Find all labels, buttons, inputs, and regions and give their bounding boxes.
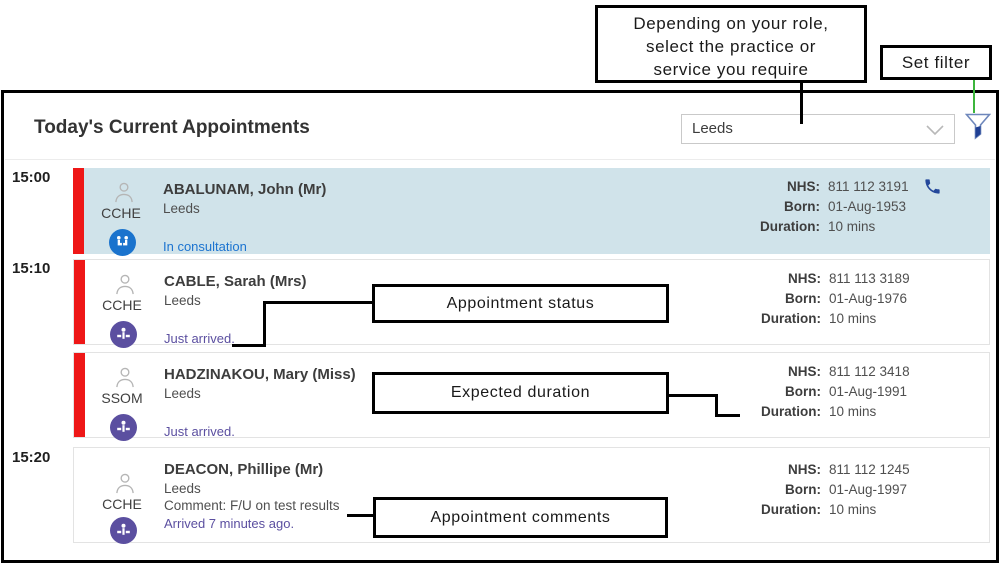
set-filter-callout: Set filter	[880, 45, 992, 80]
comments-callout: Appointment comments	[373, 497, 668, 538]
patient-icon	[116, 473, 134, 494]
nhs-label: NHS:	[788, 271, 821, 286]
appointment-comment: Comment: F/U on test results	[164, 498, 340, 513]
status-connector	[263, 301, 266, 347]
arrived-icon	[110, 321, 137, 348]
service-code: CCHE	[102, 297, 142, 313]
patient-icon	[116, 274, 134, 295]
patient-name: ABALUNAM, John (Mr)	[163, 181, 327, 198]
urgency-bar	[74, 353, 85, 437]
role-callout-line: service you require	[653, 60, 809, 79]
status-connector	[266, 301, 372, 304]
appointment-status: Just arrived.	[164, 424, 235, 439]
appointment-row[interactable]: CCHE ABALUNAM, John (Mr) Leeds In consul…	[73, 168, 990, 256]
duration-label: Duration:	[760, 219, 820, 234]
slot-time: 15:00	[12, 169, 51, 186]
patient-icon	[116, 367, 134, 388]
nhs-label: NHS:	[788, 462, 821, 477]
nhs-label: NHS:	[787, 179, 820, 194]
status-callout: Appointment status	[372, 284, 669, 323]
birth-date: 01-Aug-1997	[829, 482, 908, 497]
duration-callout: Expected duration	[372, 372, 669, 414]
born-label: Born:	[785, 384, 821, 399]
urgency-bar	[74, 260, 85, 344]
service-code: CCHE	[102, 496, 142, 512]
nhs-number: 811 112 3191	[828, 179, 909, 194]
duration-value: 10 mins	[829, 311, 877, 326]
birth-date: 01-Aug-1976	[829, 291, 908, 306]
nhs-label: NHS:	[788, 364, 821, 379]
comments-connector	[347, 514, 373, 517]
role-callout-line: select the practice or	[645, 37, 817, 56]
urgency-bar	[73, 168, 84, 254]
patient-location: Leeds	[163, 201, 200, 216]
birth-date: 01-Aug-1953	[828, 199, 907, 214]
filter-button[interactable]	[964, 113, 992, 141]
phone-icon[interactable]	[923, 177, 942, 196]
patient-details: NHS: 811 112 1245 Born: 01-Aug-1997 Durati…	[664, 460, 964, 520]
duration-value: 10 mins	[829, 502, 877, 517]
patient-details: NHS: 811 112 3191 Born: 01-Aug-1953 Durati…	[663, 177, 963, 237]
appointment-status: In consultation	[163, 239, 247, 254]
slot-time: 15:10	[12, 260, 51, 277]
birth-date: 01-Aug-1991	[829, 384, 908, 399]
filter-funnel-icon	[964, 113, 992, 140]
chevron-down-icon	[926, 125, 944, 136]
arrived-icon	[110, 414, 137, 441]
nhs-number: 811 112 3418	[829, 364, 910, 379]
duration-label: Duration:	[761, 404, 821, 419]
duration-connector	[669, 394, 718, 397]
duration-connector	[718, 414, 740, 417]
duration-value: 10 mins	[828, 219, 876, 234]
nhs-number: 811 112 1245	[829, 462, 910, 477]
in-consultation-icon	[109, 229, 136, 256]
born-label: Born:	[785, 291, 821, 306]
patient-icon	[115, 182, 133, 203]
practice-select-value: Leeds	[692, 120, 733, 137]
role-callout-connector	[800, 83, 803, 124]
appointment-status: Arrived 7 minutes ago.	[164, 516, 295, 531]
patient-location: Leeds	[164, 293, 201, 308]
patient-details: NHS: 811 113 3189 Born: 01-Aug-1976 Durati…	[664, 269, 964, 329]
patient-name: HADZINAKOU, Mary (Miss)	[164, 366, 356, 383]
born-label: Born:	[784, 199, 820, 214]
patient-location: Leeds	[164, 386, 201, 401]
header-divider	[5, 159, 995, 160]
patient-name: DEACON, Phillipe (Mr)	[164, 461, 324, 478]
service-code: CCHE	[101, 205, 141, 221]
patient-details: NHS: 811 112 3418 Born: 01-Aug-1991 Durati…	[664, 362, 964, 422]
role-callout-line: Depending on your role,	[633, 14, 829, 33]
patient-name: CABLE, Sarah (Mrs)	[164, 273, 307, 290]
service-code: SSOM	[101, 390, 143, 406]
duration-label: Duration:	[761, 502, 821, 517]
patient-location: Leeds	[164, 481, 201, 496]
nhs-number: 811 113 3189	[829, 271, 910, 286]
role-callout: Depending on your role, select the pract…	[595, 5, 867, 83]
status-connector	[232, 344, 266, 347]
duration-value: 10 mins	[829, 404, 877, 419]
duration-connector	[715, 394, 718, 417]
appointment-status: Just arrived.	[164, 331, 235, 346]
slot-time: 15:20	[12, 449, 51, 466]
set-filter-connector	[973, 80, 975, 113]
arrived-icon	[110, 517, 137, 544]
practice-select[interactable]: Leeds	[681, 114, 955, 144]
page-title: Today's Current Appointments	[34, 117, 310, 138]
born-label: Born:	[785, 482, 821, 497]
duration-label: Duration:	[761, 311, 821, 326]
